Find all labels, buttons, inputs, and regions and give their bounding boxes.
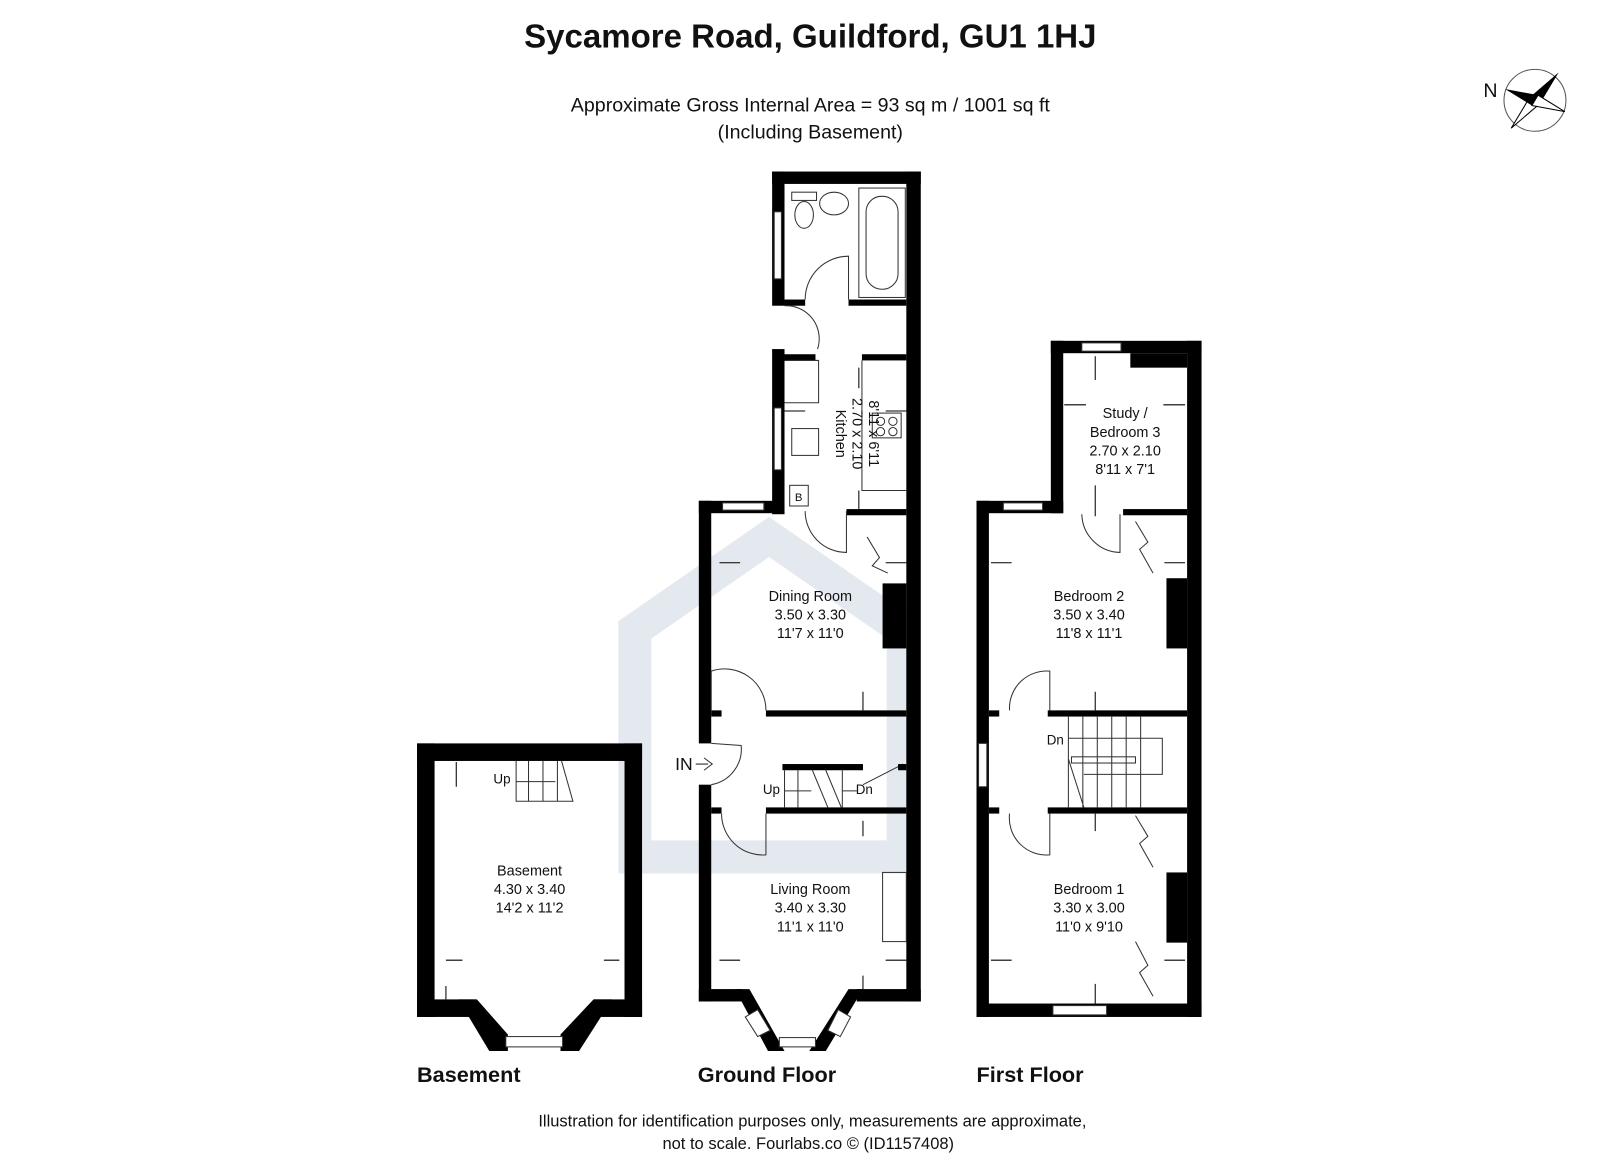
boiler-label: B — [795, 492, 803, 504]
room-kitchen: Kitchen 2.70 x 2.10 8'11 x 6'11 — [832, 398, 881, 469]
svg-text:3.30 x 3.00: 3.30 x 3.00 — [1053, 901, 1124, 917]
svg-text:11'0 x 9'10: 11'0 x 9'10 — [1055, 919, 1123, 935]
room-study-bedroom-3: Study / Bedroom 3 2.70 x 2.10 8'11 x 7'1 — [1089, 406, 1160, 478]
floor-label-basement: Basement — [417, 1062, 521, 1087]
basement-plan: Up Basement 4.30 x 3.40 14'2 x 11'2 Base… — [417, 743, 643, 1087]
svg-text:3.40 x 3.30: 3.40 x 3.30 — [775, 901, 846, 917]
svg-text:8'11 x 6'11: 8'11 x 6'11 — [865, 400, 881, 467]
floor-label-first: First Floor — [977, 1062, 1085, 1087]
hob-icon — [871, 412, 902, 439]
watermark-house-logo — [618, 516, 920, 874]
svg-text:N: N — [1483, 80, 1497, 102]
svg-text:11'8 x 11'1: 11'8 x 11'1 — [1056, 626, 1123, 642]
page-title: Sycamore Road, Guildford, GU1 1HJ — [524, 18, 1096, 55]
svg-text:11'1 x 11'0: 11'1 x 11'0 — [777, 919, 844, 935]
ground-stairs-down-label: Dn — [856, 782, 873, 797]
disclaimer-line-1: Illustration for identification purposes… — [538, 1112, 1086, 1130]
area-note: (Including Basement) — [718, 121, 903, 143]
floor-label-ground: Ground Floor — [698, 1062, 837, 1087]
ground-floor-plan: B Kitchen 2.70 x 2.10 8'11 x 6'11 Up Dn … — [675, 171, 921, 1087]
svg-text:3.50 x 3.40: 3.50 x 3.40 — [1053, 608, 1124, 624]
first-floor-stairs — [1067, 716, 1163, 808]
svg-text:2.70 x 2.10: 2.70 x 2.10 — [1089, 443, 1160, 459]
bath-icon — [858, 187, 906, 298]
area-summary: Approximate Gross Internal Area = 93 sq … — [571, 95, 1051, 117]
room-bedroom-2: Bedroom 2 3.50 x 3.40 11'8 x 11'1 — [1053, 589, 1124, 642]
compass-rose-icon: N — [1483, 68, 1567, 132]
room-basement: Basement 4.30 x 3.40 14'2 x 11'2 — [494, 864, 565, 917]
entrance-label: IN — [675, 754, 693, 774]
svg-text:Bedroom 3: Bedroom 3 — [1090, 425, 1161, 441]
svg-text:2.70 x 2.10: 2.70 x 2.10 — [849, 398, 865, 469]
svg-text:11'7 x 11'0: 11'7 x 11'0 — [777, 626, 844, 642]
room-dining-room: Dining Room 3.50 x 3.30 11'7 x 11'0 — [769, 589, 852, 642]
disclaimer-line-2: not to scale. Fourlabs.co © (ID1157408) — [662, 1135, 954, 1153]
svg-text:Dining Room: Dining Room — [769, 589, 852, 605]
svg-text:8'11 x 7'1: 8'11 x 7'1 — [1095, 462, 1155, 478]
first-stairs-down-label: Dn — [1047, 732, 1064, 747]
svg-text:Study /: Study / — [1103, 406, 1149, 422]
ground-stairs-up-label: Up — [763, 782, 780, 797]
svg-text:Bedroom 1: Bedroom 1 — [1054, 882, 1125, 898]
toilet-icon — [791, 191, 818, 229]
svg-text:4.30 x 3.40: 4.30 x 3.40 — [494, 882, 565, 898]
svg-text:Living Room: Living Room — [770, 882, 850, 898]
svg-text:3.50 x 3.30: 3.50 x 3.30 — [775, 608, 846, 624]
basement-stairs-up-label: Up — [493, 772, 510, 787]
svg-text:Basement: Basement — [497, 864, 562, 880]
basin-icon — [819, 191, 850, 216]
svg-text:14'2 x 11'2: 14'2 x 11'2 — [496, 901, 564, 917]
basement-stairs — [515, 760, 574, 802]
room-living-room: Living Room 3.40 x 3.30 11'1 x 11'0 — [770, 882, 850, 935]
first-floor-plan: Dn Study / Bedroom 3 2.70 x 2.10 8'11 x … — [976, 340, 1202, 1087]
svg-text:Bedroom 2: Bedroom 2 — [1054, 589, 1125, 605]
room-bedroom-1: Bedroom 1 3.30 x 3.00 11'0 x 9'10 — [1053, 882, 1124, 935]
svg-text:Kitchen: Kitchen — [832, 410, 848, 458]
entrance-arrow-icon — [695, 757, 714, 771]
